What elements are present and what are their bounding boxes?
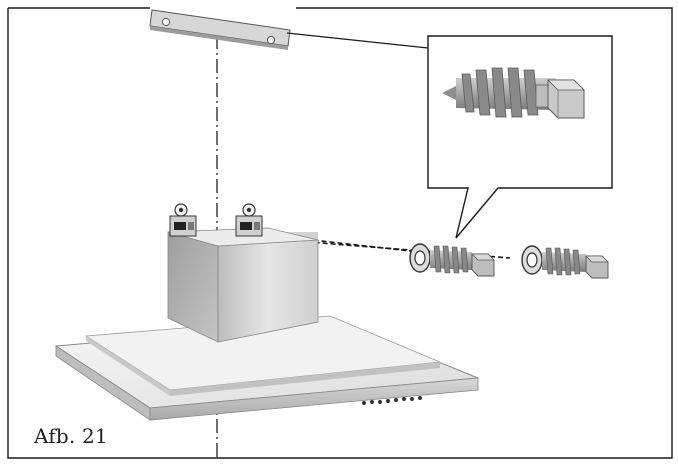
wall-plug-screw-2 [521, 245, 609, 279]
screw-detail-icon [442, 67, 585, 119]
bracket-hole-right [266, 35, 276, 45]
figure-caption: Afb. 21 [34, 424, 108, 448]
chimney-bracket-right [235, 203, 263, 237]
bracket-hole-left [161, 17, 171, 27]
cooker-hood [54, 203, 479, 421]
wall-plug-screw-1 [409, 243, 495, 277]
hood-control-buttons [362, 396, 422, 405]
chimney-bracket-left [169, 203, 197, 237]
wall-bracket [149, 9, 291, 50]
hood-chimney [167, 227, 319, 343]
diagram-frame [7, 7, 673, 459]
callout-leader-line [286, 32, 429, 49]
screw-detail-callout [427, 35, 613, 239]
